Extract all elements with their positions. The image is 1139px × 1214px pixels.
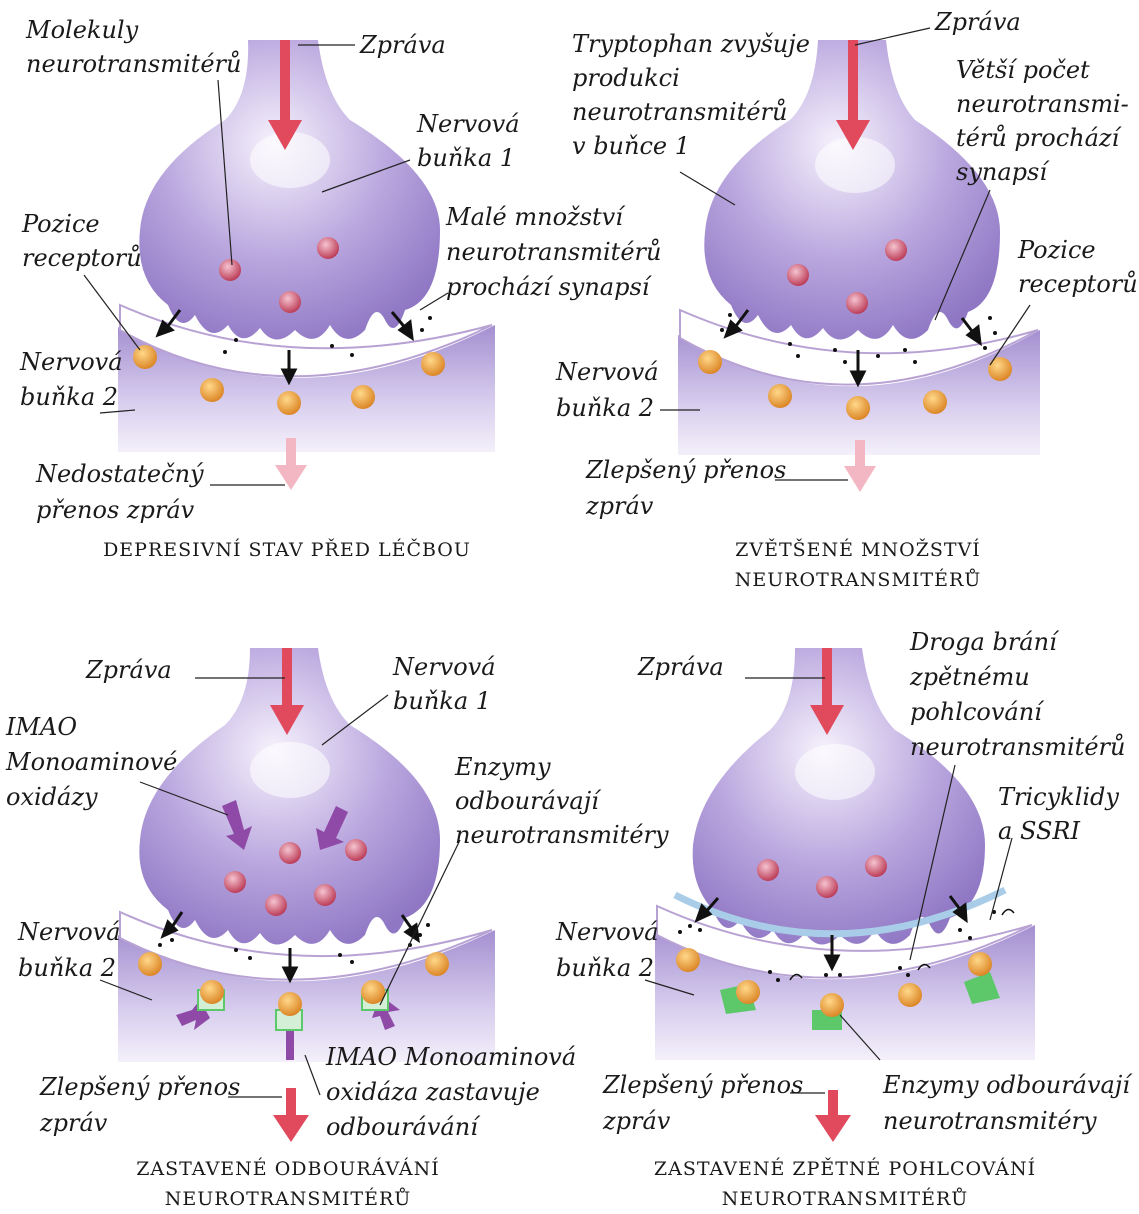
weak-transmission-arrowhead [275,465,307,490]
caption-panel-1: DEPRESIVNÍ STAV PŘED LÉČBOU [103,538,471,561]
transmission-arrow [286,1088,296,1118]
label-zprava: Zpráva [934,8,1021,36]
label-zprava: Zpráva [359,31,446,59]
transmission-arrowhead [815,1115,851,1142]
message-arrow [848,40,858,125]
transmission-arrowhead [273,1115,309,1142]
weak-transmission-arrow [286,438,296,468]
message-arrow [280,40,290,125]
label-zprava: Zpráva [637,653,724,681]
label-zprava: Zpráva [85,656,172,684]
transmission-arrow [828,1090,838,1118]
transmission-arrow [855,440,865,470]
transmission-arrowhead [844,466,876,492]
